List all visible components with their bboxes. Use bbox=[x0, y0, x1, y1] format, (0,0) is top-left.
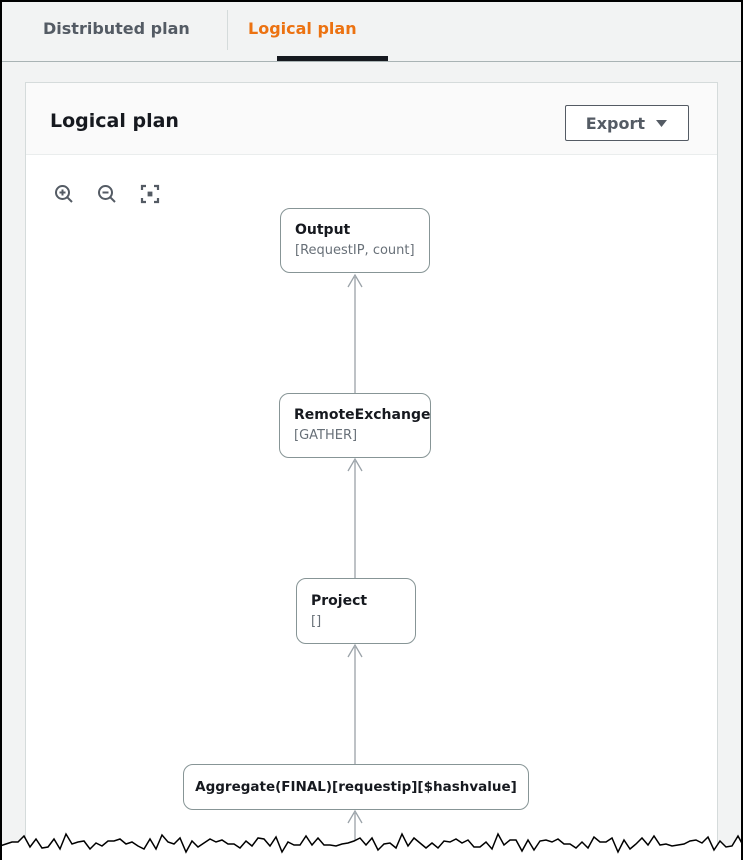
plan-node-output[interactable]: Output [RequestIP, count] bbox=[280, 208, 430, 273]
fit-view-button[interactable] bbox=[140, 184, 160, 204]
panel-header: Logical plan Export bbox=[26, 83, 717, 155]
zoom-out-button[interactable] bbox=[97, 184, 117, 204]
logical-plan-panel: Logical plan Export bbox=[25, 82, 718, 860]
node-title: Output bbox=[295, 222, 351, 238]
panel-title: Logical plan bbox=[50, 110, 179, 132]
fit-view-icon bbox=[140, 184, 160, 204]
zoom-in-icon bbox=[55, 185, 73, 203]
node-title: Aggregate(FINAL)[requestip][$hashvalue] bbox=[195, 778, 517, 795]
node-title: Project bbox=[311, 592, 368, 609]
tab-logical-plan[interactable]: Logical plan bbox=[248, 19, 357, 38]
plan-tabbar: Distributed plan Logical plan bbox=[2, 2, 741, 62]
tab-label: Logical plan bbox=[248, 19, 357, 38]
node-subtitle: [] bbox=[311, 613, 322, 629]
node-subtitle: [GATHER] bbox=[294, 428, 358, 443]
tab-divider bbox=[227, 10, 228, 50]
caret-down-icon bbox=[656, 119, 667, 127]
edge-arrow bbox=[347, 457, 363, 578]
edge-arrow bbox=[347, 273, 363, 393]
canvas-zoom-toolbar bbox=[54, 184, 160, 204]
plan-node-aggregate[interactable]: Aggregate(FINAL)[requestip][$hashvalue] bbox=[183, 764, 529, 810]
plan-node-remote-exchange[interactable]: RemoteExchange [GATHER] bbox=[279, 393, 431, 458]
plan-node-project[interactable]: Project [] bbox=[296, 578, 416, 644]
tab-distributed-plan[interactable]: Distributed plan bbox=[43, 19, 190, 38]
export-button[interactable]: Export bbox=[564, 105, 689, 141]
edge-arrow bbox=[347, 809, 363, 860]
plan-canvas[interactable]: Output [RequestIP, count] RemoteExchange… bbox=[26, 156, 717, 860]
node-title: RemoteExchange bbox=[294, 407, 431, 423]
tabbar-bottom-rule bbox=[2, 61, 741, 62]
active-tab-underline bbox=[277, 56, 388, 61]
node-subtitle: [RequestIP, count] bbox=[295, 243, 415, 258]
edge-arrow bbox=[347, 643, 363, 764]
tab-label: Distributed plan bbox=[43, 19, 190, 38]
export-button-label: Export bbox=[585, 113, 645, 133]
zoom-out-icon bbox=[98, 185, 116, 203]
zoom-in-button[interactable] bbox=[54, 184, 74, 204]
